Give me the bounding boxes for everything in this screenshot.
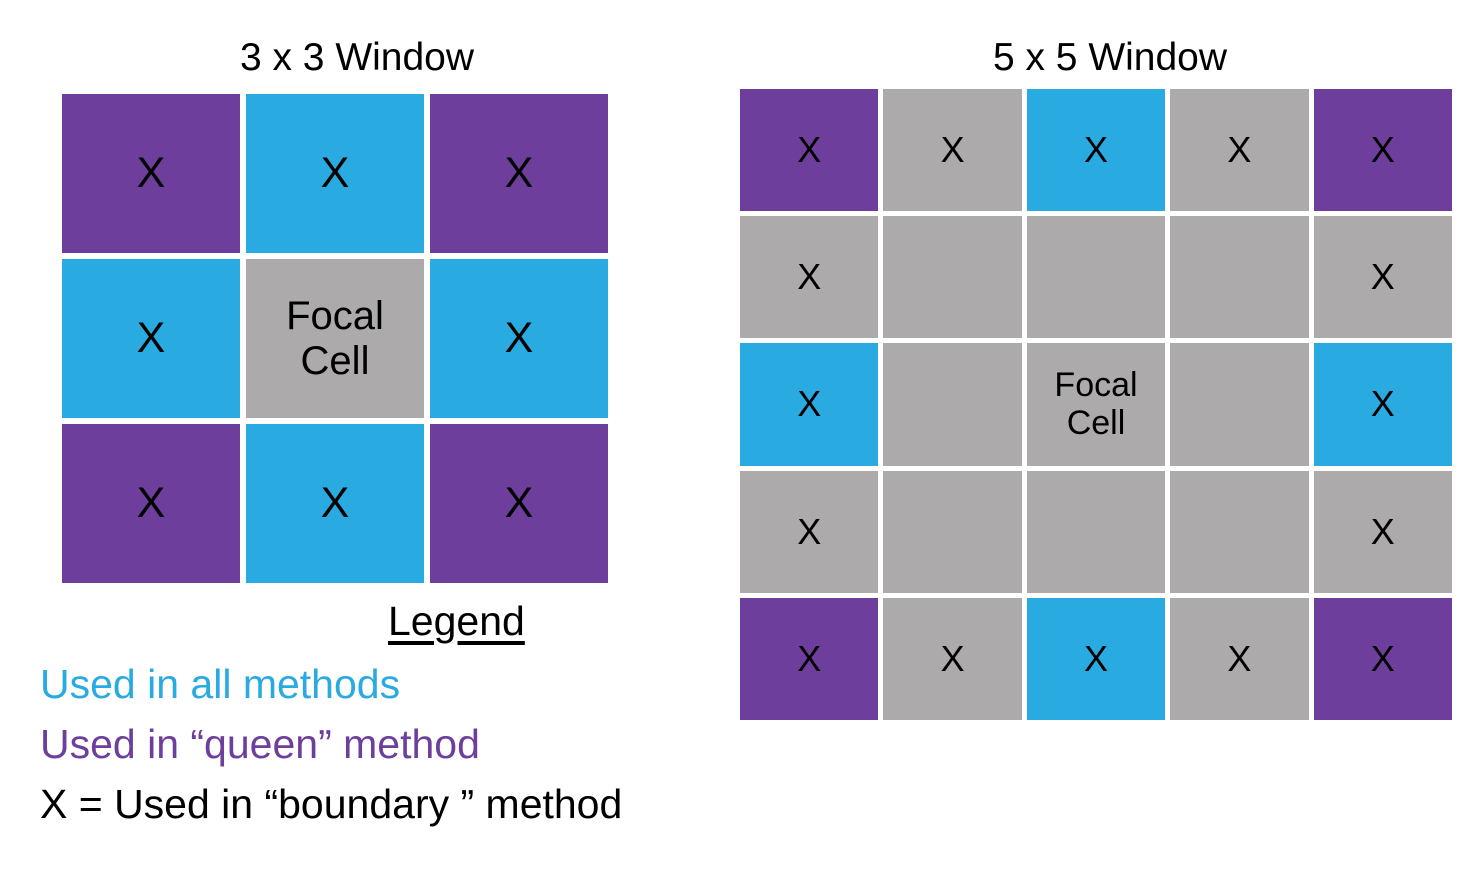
focal-cell: Focal Cell [1026, 343, 1166, 466]
grid-cell-r1-c4: X [1170, 89, 1309, 212]
cell-marker-x: X [136, 479, 166, 528]
grid-cell-r4-c4 [1170, 470, 1309, 593]
grid-cell-r2-c2 [883, 216, 1022, 339]
legend-entry-all-methods: Used in all methods [40, 661, 401, 707]
legend-entry-queen-method: Used in “queen” method [40, 721, 480, 767]
cell-marker-x: X [1227, 637, 1252, 679]
cell-marker-x: X [1083, 637, 1108, 679]
grid-cell-r4-c3 [1026, 470, 1166, 593]
grid-cell-r3-c2 [883, 343, 1022, 466]
cell-marker-x: X [1083, 128, 1108, 170]
grid-cell-r2-c3: X [430, 259, 608, 418]
cell-marker-x: X [797, 128, 822, 170]
grid-cell-r4-c1: X [740, 470, 879, 593]
grid-cell-r5-c4: X [1170, 597, 1309, 720]
grid-cell-r3-c2: X [246, 424, 424, 583]
legend-heading: Legend [388, 598, 525, 644]
cell-marker-x: X [504, 479, 534, 528]
grid-cell-r5-c5: X [1313, 597, 1452, 720]
cell-marker-x: X [797, 256, 822, 298]
grid-cell-r2-c5: X [1313, 216, 1452, 339]
grid-cell-r1-c1: X [740, 89, 879, 212]
cell-marker-x: X [940, 128, 965, 170]
cell-marker-x: X [1370, 128, 1395, 170]
panel-title-5x5: 5 x 5 Window [992, 36, 1228, 79]
focal-cell: Focal Cell [246, 259, 424, 418]
grid-cell-r1-c1: X [62, 94, 240, 253]
cell-marker-x: X [797, 510, 822, 552]
cell-marker-x: X [797, 637, 822, 679]
grid-cell-r5-c2: X [883, 597, 1022, 720]
grid-cell-r3-c4 [1170, 343, 1309, 466]
cell-marker-x: X [504, 149, 534, 198]
grid-cell-r2-c4 [1170, 216, 1309, 339]
cell-marker-x: X [320, 479, 350, 528]
panel-title-3x3: 3 x 3 Window [239, 36, 475, 79]
grid-cell-r4-c2 [883, 470, 1022, 593]
grid-cell-r1-c3: X [1026, 89, 1166, 212]
grid-cell-r3-c1: X [62, 424, 240, 583]
grid-cell-r1-c5: X [1313, 89, 1452, 212]
grid-cell-r5-c3: X [1026, 597, 1166, 720]
grid-cell-r1-c2: X [883, 89, 1022, 212]
grid-cell-r2-c1: X [62, 259, 240, 418]
grid-cell-r1-c3: X [430, 94, 608, 253]
cell-marker-x: X [504, 314, 534, 363]
window-panel-5x5: 5 x 5 Window [740, 0, 1452, 740]
grid-cell-r3-c1: X [740, 343, 879, 466]
cell-marker-x: X [1227, 128, 1252, 170]
grid-cell-r5-c1: X [740, 597, 879, 720]
grid-cell-r3-c3: X [430, 424, 608, 583]
cell-marker-x: X [136, 149, 166, 198]
cell-marker-x: X [1370, 510, 1395, 552]
grid-cell-r1-c2: X [246, 94, 424, 253]
cell-marker-x: X [136, 314, 166, 363]
focal-cell-label: Focal Cell [286, 293, 384, 383]
legend-entry-boundary-method: X = Used in “boundary ” method [40, 781, 623, 827]
grid-cell-r4-c5: X [1313, 470, 1452, 593]
grid-cell-r2-c1: X [740, 216, 879, 339]
cell-marker-x: X [797, 383, 822, 425]
focal-cell-label: Focal Cell [1054, 366, 1138, 443]
window-panel-3x3: 3 x 3 Window [0, 0, 670, 600]
grid-cell-r2-c3 [1026, 216, 1166, 339]
cell-marker-x: X [1370, 637, 1395, 679]
cell-marker-x: X [1370, 256, 1395, 298]
cell-marker-x: X [940, 637, 965, 679]
cell-marker-x: X [1370, 383, 1395, 425]
grid-cell-r3-c5: X [1313, 343, 1452, 466]
cell-marker-x: X [320, 149, 350, 198]
